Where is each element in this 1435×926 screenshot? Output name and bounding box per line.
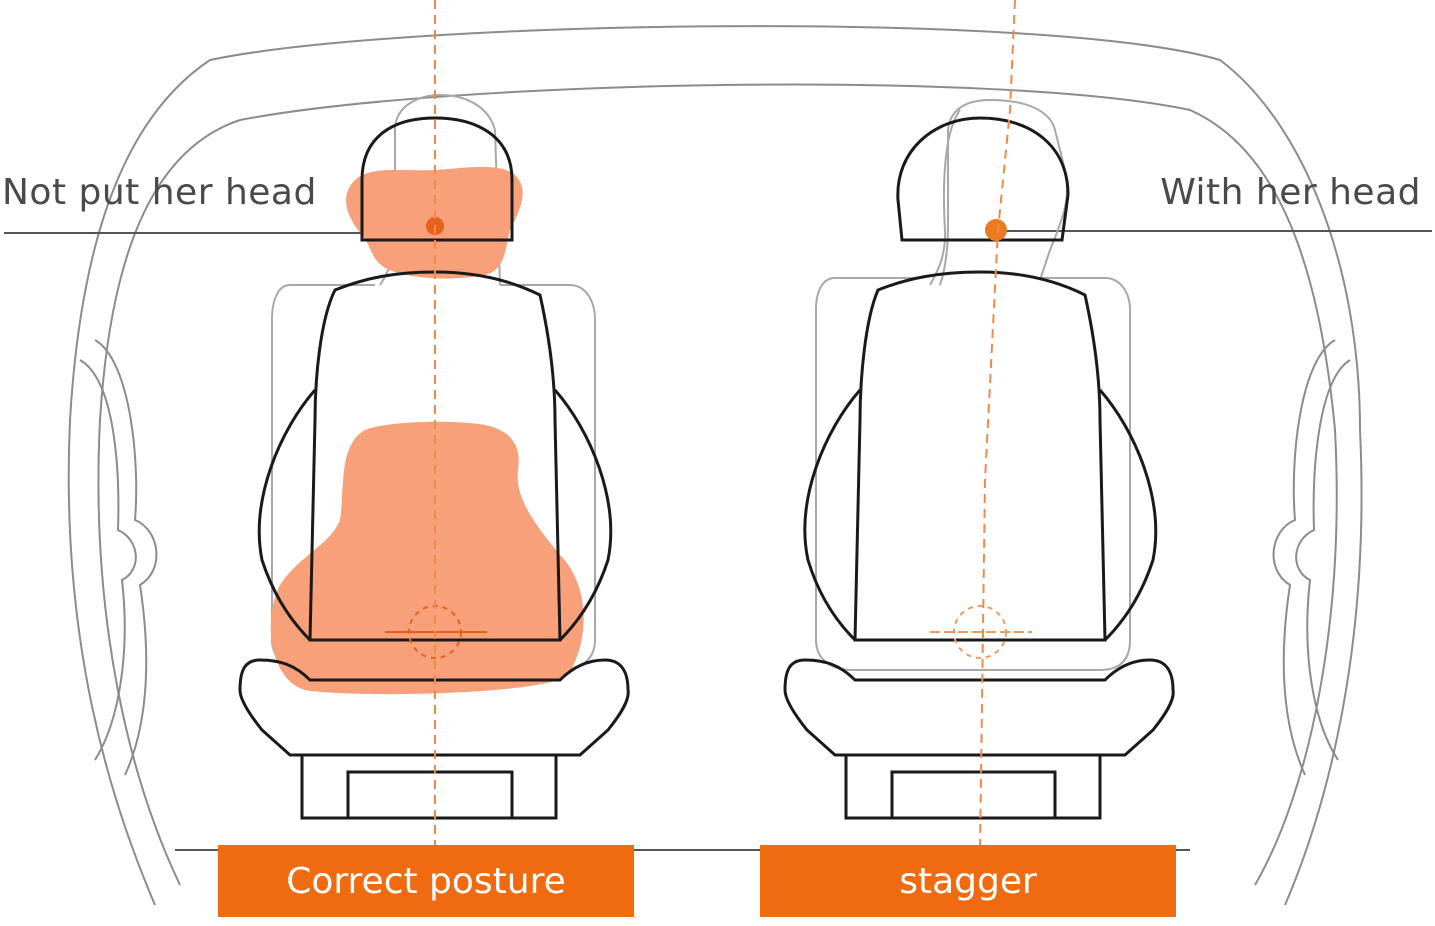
right-head-annotation: With her head <box>1160 172 1421 213</box>
correct-posture-tag: Correct posture <box>218 845 634 917</box>
left-seat <box>238 93 630 820</box>
left-head-annotation: Not put her head <box>2 172 317 213</box>
right-hip-target <box>930 605 1032 659</box>
lumbar-pillow <box>270 421 584 695</box>
car-body-outline <box>67 25 1363 906</box>
right-guide-line <box>979 0 1016 851</box>
stagger-tag: stagger <box>760 845 1176 917</box>
right-seat <box>783 98 1175 820</box>
right-head-point <box>985 219 1007 241</box>
